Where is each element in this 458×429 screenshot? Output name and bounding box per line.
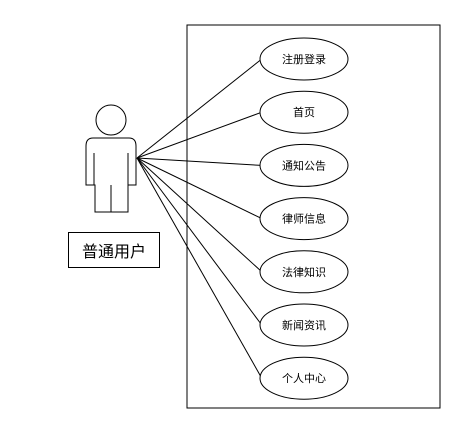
association-line [136,111,262,159]
actor-figure [85,104,137,213]
use-case: 个人中心 [259,356,349,400]
use-case-label: 首页 [293,105,315,119]
actor-label: 普通用户 [81,242,146,261]
use-case: 律师信息 [259,197,349,241]
association-line [136,157,263,379]
use-case: 通知公告 [259,143,349,187]
use-case-ellipse [259,250,349,294]
association-line [136,157,263,273]
association-line [136,157,262,220]
use-case: 首页 [259,90,349,134]
use-case-label: 律师信息 [282,212,326,226]
use-case-ellipse [259,143,349,187]
actor-label-box: 普通用户 [68,232,160,268]
use-case-ellipse [259,303,349,347]
association-line [136,157,262,166]
use-case-label: 个人中心 [282,372,326,385]
actor-head [95,104,127,136]
use-case: 法律知识 [259,250,349,294]
use-case-label: 新闻资讯 [282,318,326,332]
association-lines [136,58,263,379]
use-case: 注册登录 [259,37,349,81]
use-case-label: 通知公告 [282,158,326,172]
use-case-ellipse [259,90,349,134]
use-case-ellipse [259,37,349,81]
use-case: 新闻资讯 [259,303,349,347]
association-line [136,157,263,326]
use-case-ellipse [259,197,349,241]
actor-body [85,137,137,213]
use-case-ellipse [259,356,349,400]
association-line [136,58,263,159]
use-case-label: 法律知识 [282,265,326,279]
use-case-label: 注册登录 [282,52,326,66]
system-boundary [186,24,441,409]
